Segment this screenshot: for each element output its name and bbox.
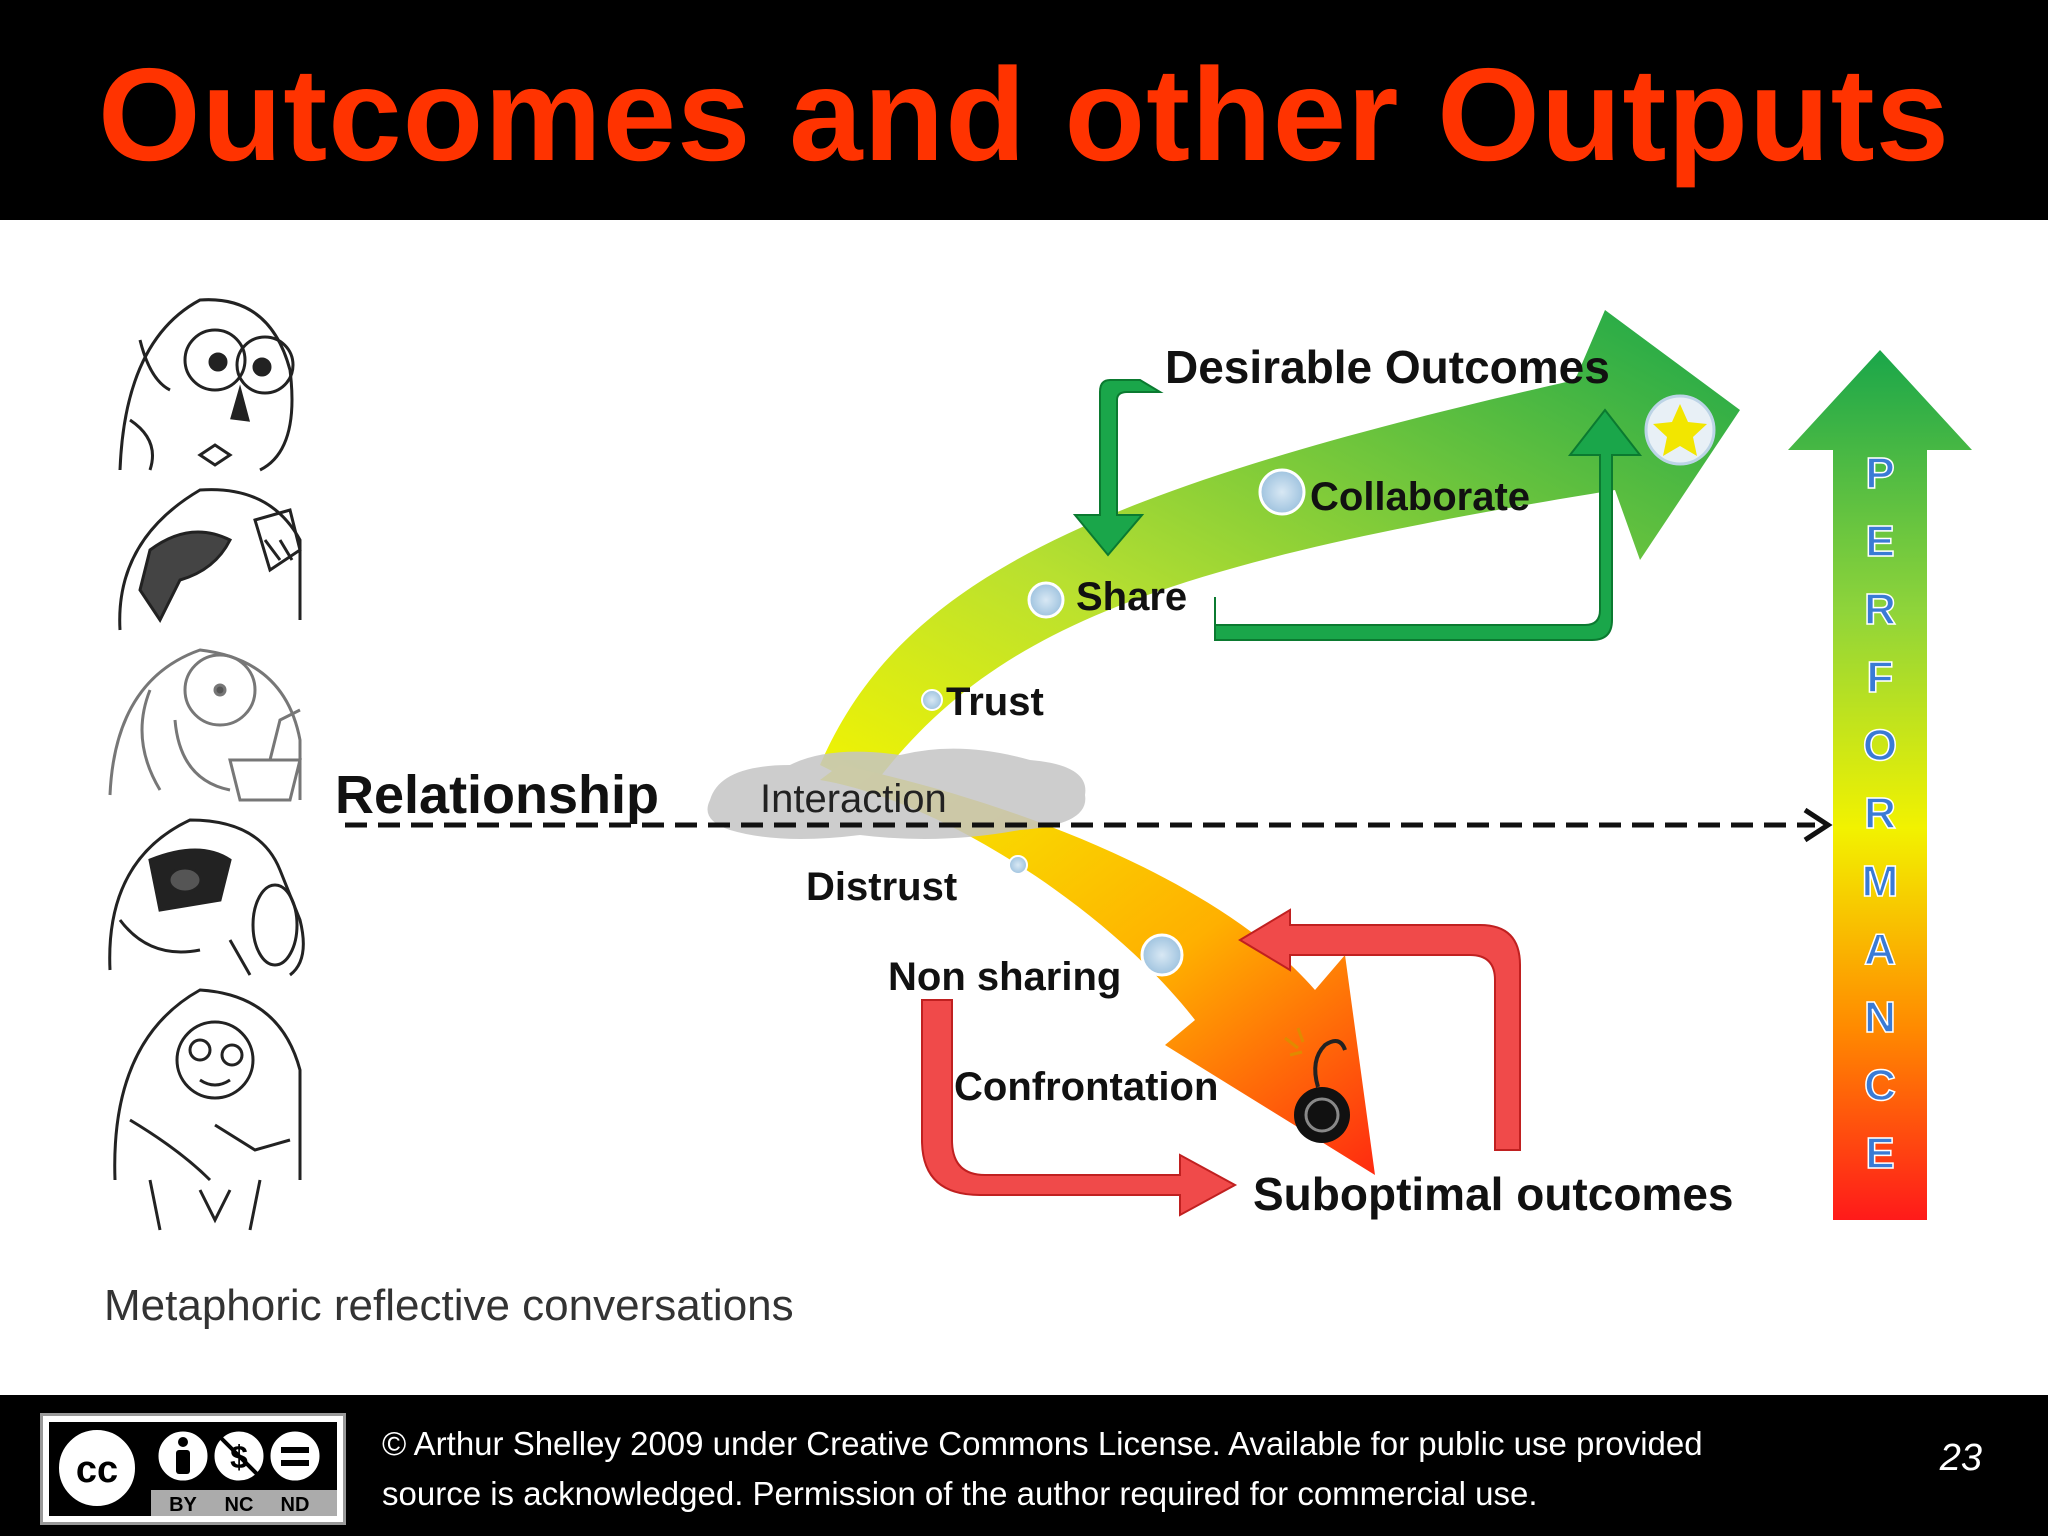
trust-label: Trust <box>946 680 1044 724</box>
slide-header: Outcomes and other Outputs <box>0 0 2048 220</box>
performance-letter: M <box>1862 857 1899 906</box>
slide-footer: cc $ BY NC ND © Arthur Sh <box>0 1395 2048 1536</box>
page-number: 23 <box>1939 1437 1982 1479</box>
license-term-nc: NC <box>225 1494 254 1516</box>
license-term-by: BY <box>169 1494 197 1516</box>
performance-letter: P <box>1865 449 1894 498</box>
non-sharing-label: Non sharing <box>888 955 1121 999</box>
monkey-character-icon <box>113 988 302 1231</box>
bomb-icon <box>1284 1027 1350 1143</box>
performance-arrow <box>1788 350 1972 1220</box>
performance-letter: A <box>1864 925 1896 974</box>
attribution-icon <box>155 1428 211 1484</box>
owl-character-icon <box>110 295 300 695</box>
collaborate-label: Collaborate <box>1310 475 1530 519</box>
cc-logo-icon <box>55 1426 139 1510</box>
interaction-cloud <box>707 748 1086 839</box>
collaboration-loop-arrows <box>1072 379 1643 641</box>
cc-logo-text: cc <box>76 1449 118 1491</box>
slide-title: Outcomes and other Outputs <box>97 41 1951 188</box>
outcomes-diagram: P E R F O R M A N C E Desirable Outcomes… <box>104 295 1972 1330</box>
copyright-notice: © Arthur Shelley 2009 under Creative Com… <box>382 1419 1802 1519</box>
relationship-arrowhead-icon <box>1803 807 1833 843</box>
racing-character-icon <box>108 818 305 977</box>
creative-commons-badge: cc $ BY NC ND <box>40 1413 346 1525</box>
performance-letter: C <box>1864 1061 1896 1110</box>
positive-path-arrow <box>820 310 1740 790</box>
interaction-label: Interaction <box>760 777 947 821</box>
copyright-line-1: © Arthur Shelley 2009 under Creative Com… <box>382 1425 1703 1462</box>
distrust-dot <box>1008 855 1028 875</box>
collaborate-dot <box>1258 468 1306 516</box>
license-term-nd: ND <box>281 1494 310 1516</box>
performance-letter: E <box>1865 1129 1894 1178</box>
non-commercial-icon: $ <box>211 1428 267 1484</box>
confrontation-label: Confrontation <box>954 1065 1218 1109</box>
performance-letter: R <box>1864 585 1896 634</box>
star-icon <box>1644 394 1716 466</box>
performance-letter: R <box>1864 789 1896 838</box>
performance-letter: E <box>1865 517 1894 566</box>
suboptimal-outcomes-label: Suboptimal outcomes <box>1253 1168 1733 1220</box>
trust-dot <box>921 689 943 711</box>
no-derivatives-icon <box>267 1428 323 1484</box>
non-sharing-dot <box>1140 933 1184 977</box>
distrust-label: Distrust <box>806 865 957 909</box>
negative-path-arrow <box>820 765 1375 1175</box>
performance-letters: P E R F O R M A N C E <box>1861 448 1899 1179</box>
metaphor-caption: Metaphoric reflective conversations <box>104 1281 794 1330</box>
performance-letter: O <box>1863 721 1897 770</box>
confrontation-loop-arrows <box>921 908 1521 1217</box>
share-label: Share <box>1076 575 1187 619</box>
metaphor-characters <box>108 295 305 1231</box>
desirable-outcomes-label: Desirable Outcomes <box>1165 341 1610 393</box>
copyright-line-2: source is acknowledged. Permission of th… <box>382 1475 1538 1512</box>
share-dot <box>1027 581 1065 619</box>
eagle-character-icon <box>118 488 302 631</box>
elephant-character-icon <box>108 648 302 802</box>
performance-letter: N <box>1864 993 1896 1042</box>
relationship-label: Relationship <box>335 765 659 825</box>
performance-letter: F <box>1867 653 1894 702</box>
slide-content: P E R F O R M A N C E Desirable Outcomes… <box>0 220 2048 1395</box>
